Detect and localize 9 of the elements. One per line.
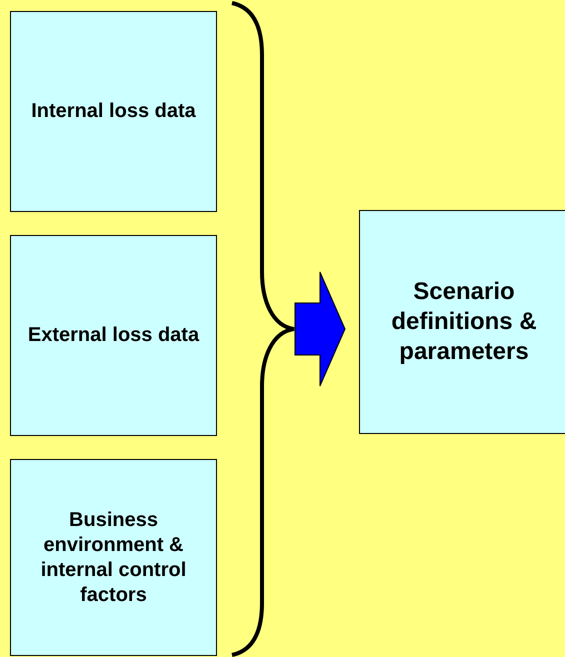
box-label: Business environment & internal control factors xyxy=(40,508,188,608)
process-box xyxy=(359,210,565,434)
box-label: External loss data xyxy=(28,323,200,348)
process-box xyxy=(10,11,217,212)
process-box xyxy=(10,459,217,656)
box-label: Scenario definitions & parameters xyxy=(390,277,538,367)
block-arrow xyxy=(294,272,346,386)
box-label: Internal loss data xyxy=(31,99,196,124)
process-box xyxy=(10,235,217,436)
